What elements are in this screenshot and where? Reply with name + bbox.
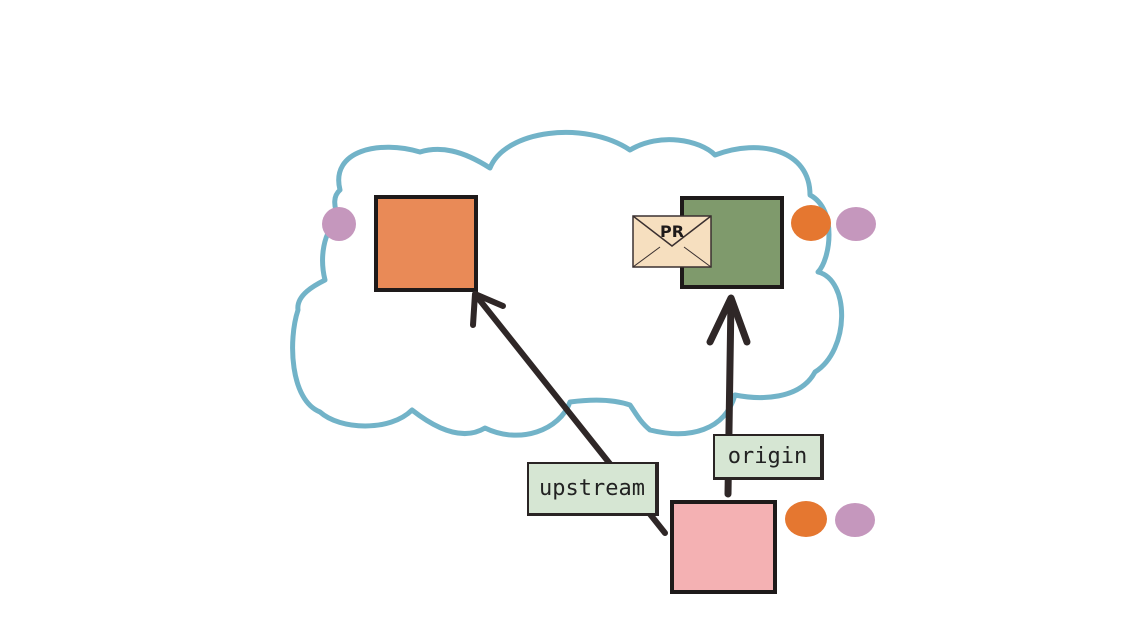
envelope-text: PR xyxy=(660,222,684,241)
pull-request-envelope-icon: PR xyxy=(632,215,712,268)
upstream-repo xyxy=(374,195,478,292)
origin-remote-label: origin xyxy=(713,434,824,480)
local-branch-dot-orange xyxy=(785,501,827,537)
upstream-remote-label: upstream xyxy=(527,462,659,516)
local-repo xyxy=(670,500,777,594)
origin-branch-dot-purple xyxy=(836,207,876,241)
upstream-branch-dot-purple xyxy=(322,207,356,241)
local-branch-dot-purple xyxy=(835,503,875,537)
origin-branch-dot-orange xyxy=(791,205,831,241)
